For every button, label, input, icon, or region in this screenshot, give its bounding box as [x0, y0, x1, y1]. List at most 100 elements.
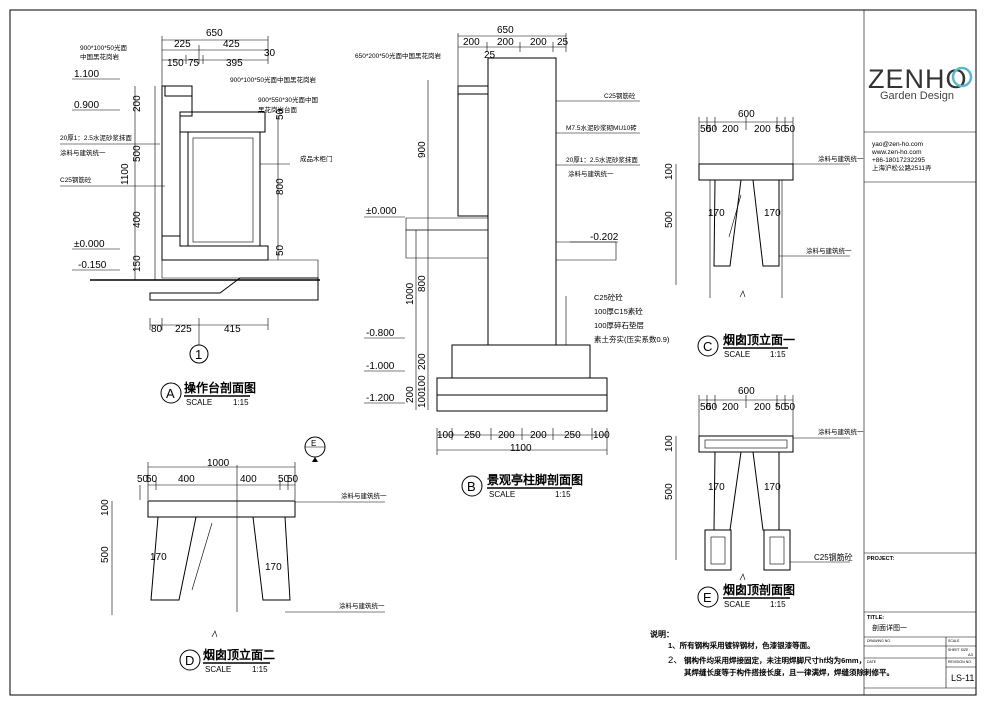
detail-b: 650 200 200 200 25 25 650*200*50光面中国黑花岗岩… [355, 25, 670, 499]
b-dim-b100a: 100 [437, 430, 454, 441]
b-dim-v1000: 1000 [405, 282, 416, 305]
e-dim-200a: 200 [722, 402, 739, 413]
notes-item-2: 钢构件均采用焊接固定，未注明焊脚尺寸hf均为6mm， [684, 655, 866, 665]
revision-label: REVISION NO. [948, 660, 972, 664]
b-dim-v800: 800 [417, 275, 428, 292]
a-dim-v1100: 1100 [120, 163, 131, 185]
b-label-footing: C25砼砼 [594, 292, 623, 302]
brand-logo: ZENHO [868, 64, 968, 94]
e-title-circle [697, 586, 719, 608]
a-title-circle [160, 382, 182, 404]
c-title: 烟囱顶立面一 [723, 332, 795, 347]
b-dim-25a: 25 [557, 37, 569, 48]
d-dim-v500: 500 [100, 546, 111, 563]
sheet-border [9, 9, 977, 696]
notes-heading: 说明： [650, 629, 674, 639]
project-label: PROJECT: [867, 556, 894, 562]
a-label-granite-strip: 900*100*50光面中国黑花岗岩 [230, 75, 316, 84]
b-dim-b250a: 250 [464, 430, 481, 441]
logo-circle-icon [951, 66, 973, 88]
a-dim-v200: 200 [132, 95, 143, 112]
b-dim-b100b: 100 [593, 430, 610, 441]
a-dim-v50a: 50 [275, 108, 286, 120]
a-dim-30: 30 [264, 48, 276, 59]
d-dim-1000: 1000 [207, 458, 230, 469]
notes-item-2-num: 2、 [668, 655, 683, 666]
b-scale: 1:15 [555, 490, 571, 499]
b-dim-v900: 900 [417, 141, 428, 158]
a-dim-v500: 500 [132, 145, 143, 162]
b-label-gravel: 100厚碎石垫层 [594, 320, 645, 330]
d-dim-50a: 50 [137, 474, 149, 485]
e-dim-200b: 200 [754, 402, 771, 413]
c-letter: C [703, 339, 712, 354]
b-label-granite: 650*200*50光面中国黑花岗岩 [355, 51, 441, 60]
e-dim-v500: 500 [664, 483, 675, 500]
contact-phone: +86-18017232295 [872, 157, 925, 164]
b-level-1200: -1.200 [366, 393, 395, 404]
b-dim-b250b: 250 [564, 430, 581, 441]
sheet-size-label: SHEET SIZE [948, 648, 969, 652]
c-dim-50d: 50 [784, 124, 796, 135]
d-letter: D [185, 653, 194, 668]
a-label-paint: 涂料与建筑统一 [60, 148, 106, 157]
c-dim-50a: 50 [700, 124, 712, 135]
b-dim-650: 650 [497, 25, 514, 36]
b-dim-b200b: 200 [530, 430, 547, 441]
a-label-cabinet-door: 成品木柜门 [300, 154, 333, 163]
d-label-a: 涂料与建筑统一 [341, 491, 387, 500]
b-title: 景观亭柱脚剖面图 [487, 472, 583, 487]
sheet-number: LS-11 [951, 673, 974, 683]
a-dim-v150: 150 [132, 255, 143, 272]
a-dim-b415: 415 [224, 324, 241, 335]
a-dim-v50b: 50 [275, 244, 286, 256]
b-level-0800: -0.800 [366, 328, 395, 339]
b-dim-200c: 200 [530, 37, 547, 48]
e-scale: 1:15 [770, 600, 786, 609]
b-label-soil: 素土夯实(压实系数0.9) [594, 334, 670, 344]
e-dim-v100: 100 [664, 435, 675, 452]
detail-a: 650 225 425 30 150 75 395 200 500 1100 4… [60, 28, 333, 407]
c-dim-50b: 50 [706, 124, 718, 135]
e-dim-50c: 50 [775, 402, 787, 413]
scale-label: SCALE [948, 639, 960, 643]
a-marker: 1 [195, 347, 202, 362]
b-dim-v200a: 200 [417, 353, 428, 370]
brand-subtitle: Garden Design [880, 90, 954, 102]
b-title-circle [461, 475, 483, 497]
b-level-0202: -0.202 [590, 232, 619, 243]
e-label-b: C25钢筋砼 [814, 552, 853, 562]
detail-d: E 1000 50 50 400 400 50 50 100 500 170 1… [100, 436, 387, 674]
sheet-title: 剖面详图一 [872, 623, 907, 632]
notes-item-1: 1、所有钢构采用镀锌钢材，色漆银漆等面。 [668, 640, 815, 650]
a-dim-b225: 225 [175, 324, 192, 335]
d-dim-v100: 100 [100, 499, 111, 516]
detail-c: 600 50 50 200 200 50 50 100 500 170 170 … [664, 109, 864, 359]
c-dim-50c: 50 [775, 124, 787, 135]
c-label-b: 涂料与建筑统一 [806, 246, 852, 255]
detail-e: 600 50 50 200 200 50 50 100 500 170 170 … [664, 386, 864, 609]
c-scale: 1:15 [770, 350, 786, 359]
a-dim-150: 150 [167, 58, 184, 69]
e-label-a: 涂料与建筑统一 [818, 427, 864, 436]
a-label-granite-cap: 900*100*50光面 [80, 43, 127, 52]
c-title-circle [697, 335, 719, 357]
a-dim-650: 650 [206, 28, 223, 39]
d-dim-w170b: 170 [265, 562, 282, 573]
b-dim-v100a: 100 [417, 375, 428, 392]
e-dim-w170b: 170 [764, 482, 781, 493]
a-level-000: ±0.000 [74, 239, 105, 250]
b-dim-200a: 200 [463, 37, 480, 48]
b-dim-b200a: 200 [498, 430, 515, 441]
b-label-concrete: C25钢筋砼 [604, 91, 636, 100]
b-dim-b1100: 1100 [510, 443, 532, 454]
c-label-a: 涂料与建筑统一 [818, 154, 864, 163]
d-dim-50d: 50 [287, 474, 299, 485]
b-label-brick: M7.5水泥砂浆砌MU10砖 [566, 123, 637, 132]
c-dim-600: 600 [738, 109, 755, 120]
a-dim-425: 425 [223, 39, 240, 50]
contact-address: 上海沪松公路2511弄 [872, 163, 932, 172]
c-dim-w170a: 170 [708, 208, 725, 219]
notes-item-2-cont: 其焊缝长度等于构件搭接长度，且一律满焊，焊缝须除刺修平。 [684, 667, 894, 677]
a-dim-v800: 800 [275, 178, 286, 195]
